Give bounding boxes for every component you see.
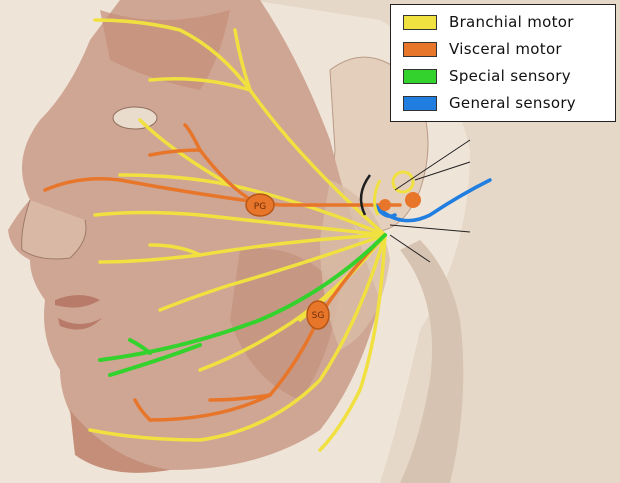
legend-swatch (403, 95, 437, 111)
nerve-nuclei (359, 170, 421, 216)
ganglion-label-sg: SG (312, 311, 325, 321)
visceral-nucleus (405, 192, 421, 208)
pterygopalatine-ganglion: PG (245, 193, 275, 217)
greater-petrosal-course (43, 177, 402, 207)
chorda-tympani-course (148, 233, 387, 422)
lacrimal-twig-2 (148, 148, 202, 157)
legend-swatch (403, 68, 437, 84)
legend-item-general-sensory: General sensory (403, 92, 576, 114)
masseter-muscle (230, 248, 340, 400)
visceral-nucleus-2 (379, 199, 391, 211)
eye (112, 106, 158, 130)
legend-item-branchial-motor: Branchial motor (403, 11, 574, 33)
chin (70, 410, 170, 473)
buccal-twig (148, 243, 202, 257)
leader-4 (389, 234, 431, 263)
legend-label: Special sensory (449, 67, 571, 85)
nucleus-yellow (373, 179, 382, 216)
taste-twig-2 (128, 338, 152, 355)
leader-lines (389, 139, 471, 263)
submandibular-ganglion: SG (306, 300, 330, 330)
lower-lip (58, 318, 102, 330)
neck-muscle (400, 240, 464, 483)
legend: Branchial motor Visceral motor Special s… (390, 4, 616, 122)
visceral-motor-nerves (43, 123, 402, 422)
leader-1 (394, 139, 471, 191)
legend-label: Visceral motor (449, 40, 562, 58)
legend-item-visceral-motor: Visceral motor (403, 38, 562, 60)
leader-2 (414, 161, 471, 181)
mandibular-branch (158, 233, 387, 312)
frontalis-muscle (100, 10, 230, 90)
cervical-branch-lower (318, 233, 387, 452)
branchial-motor-nerves (88, 18, 387, 452)
superior-salivatory-nucleus (391, 170, 415, 194)
upper-lip (55, 295, 100, 308)
nose (21, 199, 87, 260)
legend-swatch (403, 41, 437, 57)
cervical-branch (88, 233, 387, 442)
leader-3 (389, 224, 471, 233)
legend-item-special-sensory: Special sensory (403, 65, 571, 87)
buccal-branch-lower (98, 233, 387, 264)
buccal-branch (93, 210, 387, 237)
nucleus-outline-black (359, 174, 372, 216)
sublingual-twig (133, 398, 152, 422)
legend-label: Branchial motor (449, 13, 574, 31)
temporal-branch-upper (233, 28, 252, 92)
temporal-branch-mid (148, 77, 252, 92)
submandibular-twig (208, 393, 272, 402)
ganglion-label-pg: PG (254, 202, 266, 212)
legend-swatch (403, 14, 437, 30)
temporal-branch (93, 18, 387, 237)
special-sensory-nerves (98, 233, 387, 377)
legend-label: General sensory (449, 94, 576, 112)
taste-twig (108, 343, 202, 377)
